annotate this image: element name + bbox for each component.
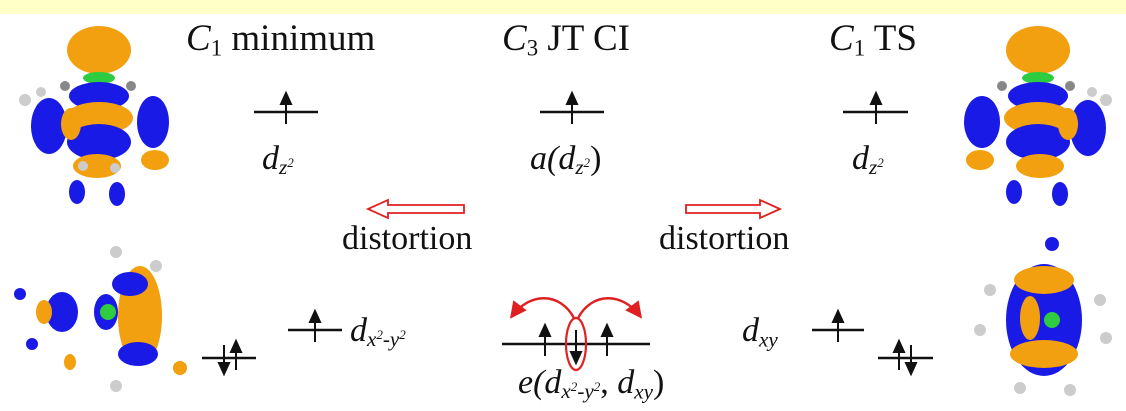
up-spin-arrow [831,308,845,342]
up-spin-arrow [229,338,243,370]
up-spin-arrow [308,308,322,342]
distortion-label-right: distortion [659,220,790,257]
down-spin-arrow [904,345,918,377]
up-spin-arrow [538,322,552,356]
orbital-label-right-dxy: dxy [742,312,778,352]
hollow-arrow-left [365,198,465,220]
up-spin-arrow [279,90,293,124]
orbital-isosurface-image-bottom-left [14,246,187,392]
orbital-isosurface-image-top-right [964,26,1112,206]
curved-arrow-left [509,297,576,319]
distortion-label-left: distortion [342,220,473,257]
header-left: C1 minimum [186,18,376,61]
orbital-isosurface-image-bottom-right [974,237,1112,396]
header-center: C3 JT CI [502,18,630,61]
hollow-arrow-right [685,198,783,220]
orbital-label-left-dz2: dz2 [262,140,294,180]
down-spin-arrow [217,345,231,377]
orbital-label-right-dz2: dz2 [852,140,884,180]
up-spin-arrow [600,322,614,356]
up-spin-arrow [869,90,883,124]
highlight-oval [564,316,588,372]
up-spin-arrow [892,338,906,370]
orbital-isosurface-image-top-left [19,26,169,206]
curved-arrow-right [576,297,643,319]
orbital-label-center-e: e(dx2-y2, dxy) [518,364,665,404]
header-right: C1 TS [829,18,917,61]
down-spin-arrow [569,330,583,366]
orbital-label-left-dx2y2: dx2-y2 [350,312,406,352]
orbital-label-center-dz2: a(dz2) [530,140,602,180]
up-spin-arrow [565,90,579,124]
